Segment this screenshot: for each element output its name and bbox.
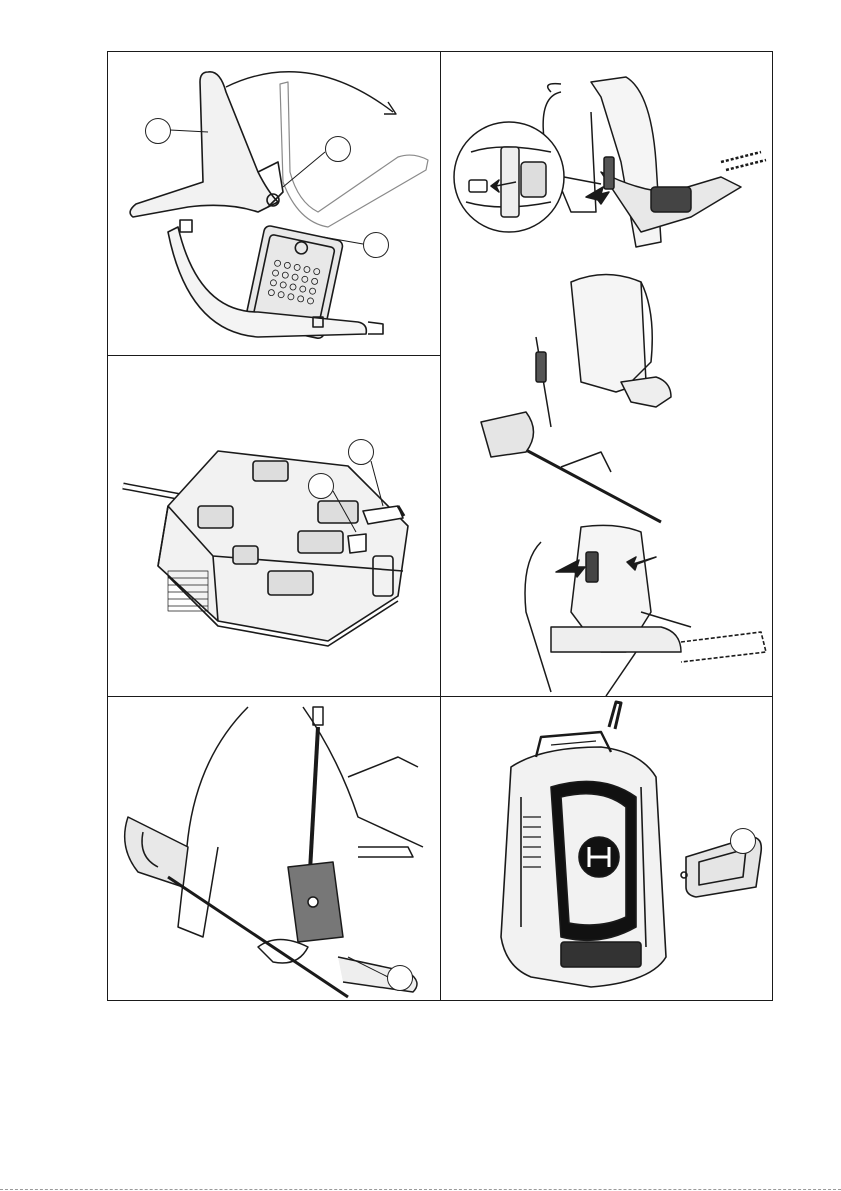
chainsaw-scene: [525, 525, 766, 696]
yoke-ghost: [280, 82, 428, 227]
trimmer-shaft: [511, 442, 661, 522]
callout-1: [730, 828, 756, 854]
figure-frame: [107, 51, 773, 1001]
battery-fuse-illustration: [108, 356, 440, 696]
hedge-trimmer-scene: [454, 77, 766, 247]
panel-harness-assembly: [108, 52, 440, 355]
panel-trimmer-hook: [108, 697, 440, 1000]
chainsaw-bar: [681, 632, 766, 662]
callout-1: [387, 965, 413, 991]
callout-1: [145, 118, 171, 144]
callout-2: [308, 473, 334, 499]
yoke-shape: [130, 72, 278, 217]
page-cut-line: [0, 1189, 841, 1190]
callout-1: [348, 439, 374, 465]
harness-assembly-illustration: [108, 52, 440, 355]
trimmer-scene: [481, 275, 671, 523]
callout-3: [363, 232, 389, 258]
operator-connections-illustration: [441, 52, 772, 696]
panel-battery-fuse: [108, 356, 440, 696]
callout-2: [325, 136, 351, 162]
backpack-battery-illustration: [441, 697, 772, 1000]
panel-operator-connections: [441, 52, 772, 696]
trimmer-hook-illustration: [108, 697, 440, 1000]
fuse-blade: [348, 534, 366, 553]
panel-backpack-battery: [441, 697, 772, 1000]
rotation-arrow: [226, 72, 393, 112]
